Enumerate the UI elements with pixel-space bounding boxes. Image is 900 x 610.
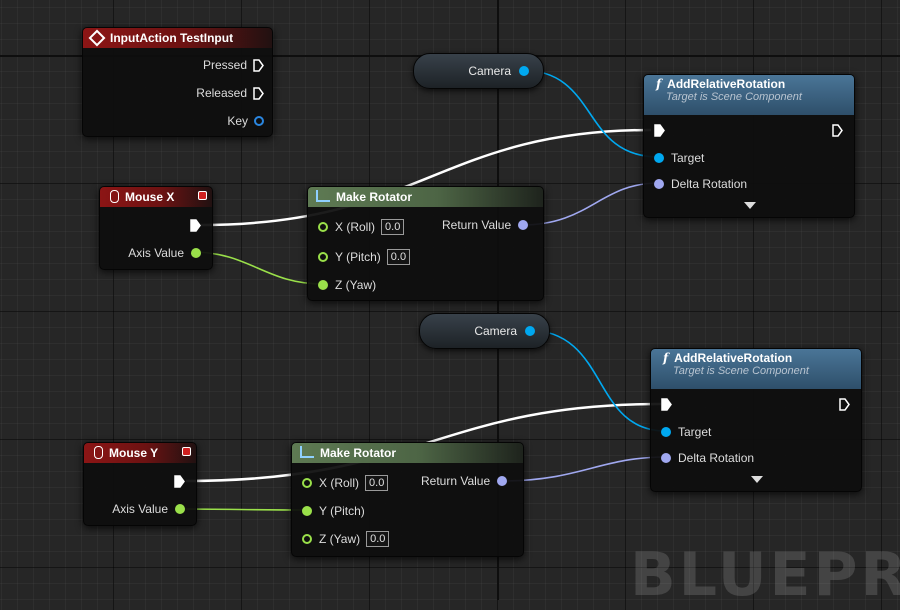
- yaw-value-input-2[interactable]: 0.0: [366, 531, 390, 547]
- add-rotation-subtitle-2: Target is Scene Component: [673, 365, 809, 377]
- expand-arrow-icon-1[interactable]: [744, 202, 756, 209]
- mouse-x-axis-pin[interactable]: [191, 248, 201, 258]
- object-wire-camera1-to-target: [520, 69, 660, 158]
- camera-variable-node-2[interactable]: Camera: [419, 313, 550, 349]
- make-rotator-title-2: Make Rotator: [320, 446, 397, 460]
- camera-label-1: Camera: [468, 64, 511, 78]
- pitch-label-1: Y (Pitch): [335, 250, 381, 264]
- camera-label-2: Camera: [474, 324, 517, 338]
- input-action-node[interactable]: InputAction TestInput Pressed Released K…: [82, 27, 273, 137]
- pressed-exec-pin[interactable]: [253, 58, 264, 72]
- mouse-x-axis-label: Axis Value: [128, 246, 184, 260]
- roll-label-1: X (Roll): [335, 220, 376, 234]
- roll-pin-2[interactable]: [302, 478, 312, 488]
- exec-in-pin-2[interactable]: [661, 398, 673, 411]
- object-wire-camera2-to-target: [526, 329, 667, 432]
- roll-label-2: X (Roll): [319, 476, 360, 490]
- mouse-y-node[interactable]: Mouse Y Axis Value: [83, 442, 197, 526]
- released-exec-pin[interactable]: [253, 86, 264, 100]
- released-label: Released: [196, 86, 247, 100]
- delegate-pin-icon[interactable]: [198, 191, 207, 200]
- mouse-x-title: Mouse X: [125, 190, 175, 204]
- yaw-pin-2[interactable]: [302, 534, 312, 544]
- add-relative-rotation-header-2[interactable]: f AddRelativeRotation Target is Scene Com…: [651, 349, 861, 389]
- roll-value-input-2[interactable]: 0.0: [365, 475, 389, 491]
- make-rotator-header-1[interactable]: Make Rotator: [308, 187, 543, 207]
- roll-value-input-1[interactable]: 0.0: [381, 219, 405, 235]
- make-struct-icon: [300, 445, 314, 458]
- camera-object-pin-2[interactable]: [525, 326, 535, 336]
- mouse-icon: [94, 446, 103, 460]
- make-rotator-node-2[interactable]: Make Rotator X (Roll) 0.0 Y (Pitch) Z (Y…: [291, 442, 524, 557]
- target-label-1: Target: [671, 151, 705, 165]
- make-struct-icon: [316, 189, 330, 202]
- mouse-y-header[interactable]: Mouse Y: [84, 443, 196, 463]
- roll-pin-1[interactable]: [318, 222, 328, 232]
- target-object-pin-2[interactable]: [661, 427, 671, 437]
- expand-arrow-icon-2[interactable]: [751, 476, 763, 483]
- add-rotation-title-2: AddRelativeRotation: [674, 351, 793, 365]
- blueprint-watermark: BLUEPRINT: [630, 540, 900, 610]
- input-action-header[interactable]: InputAction TestInput: [83, 28, 272, 48]
- delta-rotation-label-1: Delta Rotation: [671, 177, 748, 191]
- yaw-label-2: Z (Yaw): [319, 532, 361, 546]
- return-value-pin-2[interactable]: [497, 476, 508, 486]
- rotator-wire-2: [501, 456, 667, 482]
- mouse-y-title: Mouse Y: [109, 446, 159, 460]
- camera-variable-node-1[interactable]: Camera: [413, 53, 544, 89]
- target-object-pin-1[interactable]: [654, 153, 664, 163]
- exec-out-pin-2[interactable]: [839, 398, 851, 411]
- yaw-label-1: Z (Yaw): [335, 278, 377, 292]
- key-struct-pin[interactable]: [254, 116, 264, 126]
- camera-object-pin-1[interactable]: [519, 66, 529, 76]
- delegate-pin-icon[interactable]: [182, 447, 191, 456]
- diamond-event-icon: [88, 29, 106, 47]
- mouse-x-node[interactable]: Mouse X Axis Value: [99, 186, 213, 270]
- delta-rotation-pin-1[interactable]: [654, 179, 664, 189]
- delta-rotation-pin-2[interactable]: [661, 453, 671, 463]
- make-rotator-node-1[interactable]: Make Rotator X (Roll) 0.0 Y (Pitch) 0.0 …: [307, 186, 544, 301]
- mouse-y-axis-label: Axis Value: [112, 502, 168, 516]
- return-value-label-2: Return Value: [421, 474, 491, 488]
- pitch-pin-1[interactable]: [318, 252, 328, 262]
- pitch-label-2: Y (Pitch): [319, 504, 365, 518]
- add-relative-rotation-node-2[interactable]: f AddRelativeRotation Target is Scene Com…: [650, 348, 862, 492]
- exec-out-pin-1[interactable]: [832, 124, 844, 137]
- target-label-2: Target: [678, 425, 712, 439]
- exec-wire-mousex-to-addrot1: [200, 128, 652, 227]
- add-relative-rotation-node-1[interactable]: f AddRelativeRotation Target is Scene Com…: [643, 74, 855, 218]
- input-action-title: InputAction TestInput: [110, 31, 234, 45]
- pressed-label: Pressed: [202, 58, 247, 72]
- add-rotation-subtitle-1: Target is Scene Component: [666, 91, 802, 103]
- add-relative-rotation-header-1[interactable]: f AddRelativeRotation Target is Scene Com…: [644, 75, 854, 115]
- return-value-label-1: Return Value: [442, 218, 512, 232]
- function-icon: f: [656, 77, 662, 91]
- pitch-pin-2[interactable]: [302, 506, 312, 516]
- mouse-icon: [110, 190, 119, 204]
- add-rotation-title-1: AddRelativeRotation: [667, 77, 786, 91]
- exec-in-pin-1[interactable]: [654, 124, 666, 137]
- yaw-pin-1[interactable]: [318, 280, 328, 290]
- make-rotator-header-2[interactable]: Make Rotator: [292, 443, 523, 463]
- function-icon: f: [663, 351, 669, 365]
- key-label: Key: [227, 114, 248, 128]
- pitch-value-input-1[interactable]: 0.0: [386, 249, 411, 265]
- delta-rotation-label-2: Delta Rotation: [678, 451, 755, 465]
- return-value-pin-1[interactable]: [518, 220, 529, 230]
- mouse-y-exec-out-pin[interactable]: [174, 475, 186, 488]
- mouse-x-header[interactable]: Mouse X: [100, 187, 212, 207]
- make-rotator-title-1: Make Rotator: [336, 190, 413, 204]
- mouse-y-axis-pin[interactable]: [175, 504, 185, 514]
- mouse-x-exec-out-pin[interactable]: [190, 219, 202, 232]
